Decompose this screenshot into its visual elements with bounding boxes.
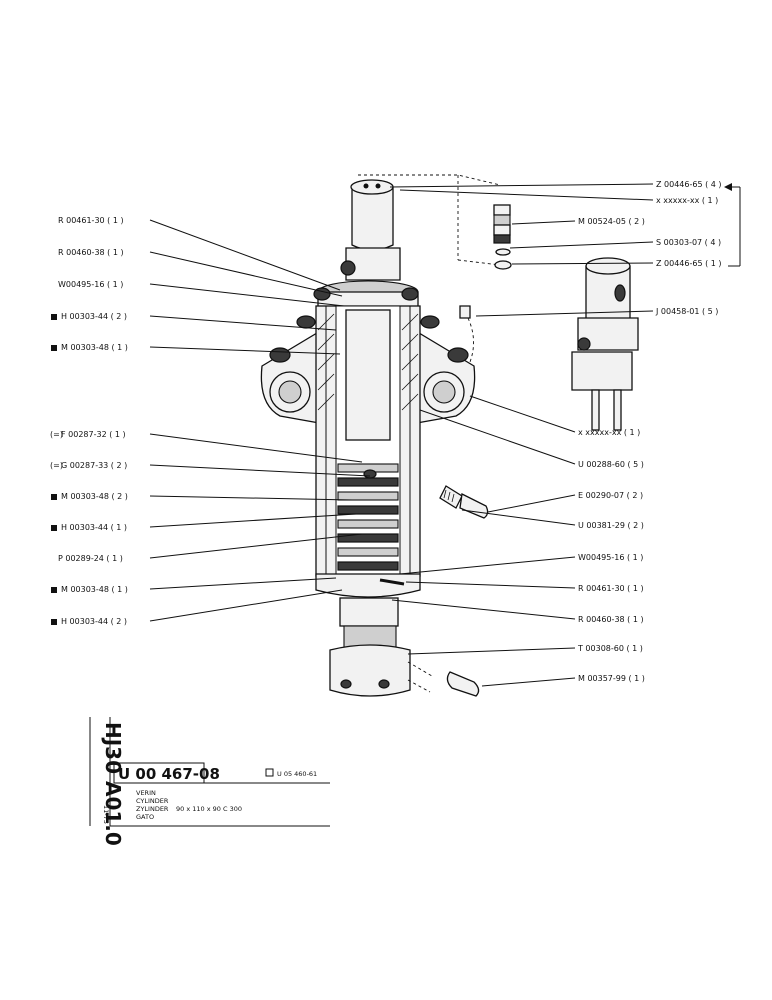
callout-right-label: Z 00446-65 ( 1 ) [656,259,722,268]
callout-right-label: W00495-16 ( 1 ) [578,553,643,562]
name-de: ZYLINDER [136,805,169,813]
callout-left-label: G 00287-33 ( 2 ) [61,461,127,470]
part-number: U 00 467-08 [118,765,220,783]
callout-right-label: x xxxxx-xx ( 1 ) [578,428,640,437]
leader-line [149,346,341,355]
leader-line [399,556,576,575]
nipple-detail [439,485,489,519]
callout-right-label: U 00381-29 ( 2 ) [578,521,644,530]
leader-line [149,577,337,590]
callout-left-label: W00495-16 ( 1 ) [58,280,123,289]
leader-line [391,599,576,620]
leader-line [461,509,576,526]
spec-text: 90 x 110 x 90 C 300 [176,805,242,813]
callout-left-label: M 00303-48 ( 1 ) [61,585,128,594]
leader-line [509,241,654,249]
leader-line [407,647,576,655]
leader-line [487,494,576,513]
callout-left-label: R 00460-38 ( 1 ) [58,248,124,257]
filled-square-mark [51,314,57,320]
filled-square-mark [51,619,57,625]
reference-number: U 05 460-61 [277,770,317,778]
z-bracket [724,183,741,267]
callout-right-label: R 00461-30 ( 1 ) [578,584,644,593]
callout-left-label: H 00303-44 ( 2 ) [61,617,127,626]
leader-line [389,183,654,188]
callout-right-label: Z 00446-65 ( 4 ) [656,180,722,189]
filled-square-mark [51,587,57,593]
leader-line [149,433,363,463]
callout-right-label: J 00458-01 ( 5 ) [655,307,718,316]
cylinder-assembly [260,179,476,697]
leader-line [149,219,341,291]
leader-line [149,533,363,559]
right-callouts: Z 00446-65 ( 4 ) x xxxxx-xx ( 1 ) M 00524-… [577,180,722,683]
leader-line [511,220,576,225]
right-leader-lines [389,183,654,687]
callout-right-label: x xxxxx-xx ( 1 ) [656,196,718,205]
filled-square-mark [51,345,57,351]
leader-line [149,589,343,622]
pin-detail [407,661,480,697]
filled-square-mark [51,494,57,500]
callout-left-label: F 00287-32 ( 1 ) [61,430,126,439]
callout-left-label: R 00461-30 ( 1 ) [58,216,124,225]
left-leader-lines [149,219,371,622]
name-en: CYLINDER [136,797,169,805]
leader-line [149,251,343,297]
callout-right-label: E 00290-07 ( 2 ) [578,491,643,500]
callout-left-label: M 00303-48 ( 2 ) [61,492,128,501]
callout-left-label: M 00303-48 ( 1 ) [61,343,128,352]
name-es: GATO [136,813,154,821]
equals-mark: (=) [50,430,63,439]
callout-right-label: U 00288-60 ( 5 ) [578,460,644,469]
callout-right-label: R 00460-38 ( 1 ) [578,615,644,624]
equals-mark: (=) [50,461,63,470]
leader-line [399,189,654,201]
leader-line [475,310,654,317]
name-fr: VERIN [136,789,156,797]
callout-right-label: S 00303-07 ( 4 ) [656,238,721,247]
leader-line [149,464,371,477]
leader-line [149,283,345,307]
title-block: HJ30 A01.0 11-73 U 00 467-08 U 05 460-61… [89,717,330,846]
callout-right-label: T 00308-60 ( 1 ) [577,644,643,653]
callout-left-label: H 00303-44 ( 2 ) [61,312,127,321]
leader-line [149,513,357,528]
callout-left-label: H 00303-44 ( 1 ) [61,523,127,532]
leader-line [149,315,337,331]
left-callouts: R 00461-30 ( 1 ) R 00460-38 ( 1 ) W00495-1… [50,216,128,626]
drawing-date: 11-73 [102,805,110,824]
leader-line [481,677,576,687]
drawing-code: HJ30 A01.0 [101,722,125,846]
filled-square-mark [51,525,57,531]
callout-right-label: M 00357-99 ( 1 ) [578,674,645,683]
rod-end-detail [459,257,639,431]
callout-right-label: M 00524-05 ( 2 ) [578,217,645,226]
leader-line [511,262,654,265]
leader-line [469,395,576,433]
callout-left-label: P 00289-24 ( 1 ) [58,554,123,563]
leader-line [419,409,576,465]
top-connector-detail [358,174,512,270]
leader-line [405,581,576,589]
leader-line [149,495,353,501]
